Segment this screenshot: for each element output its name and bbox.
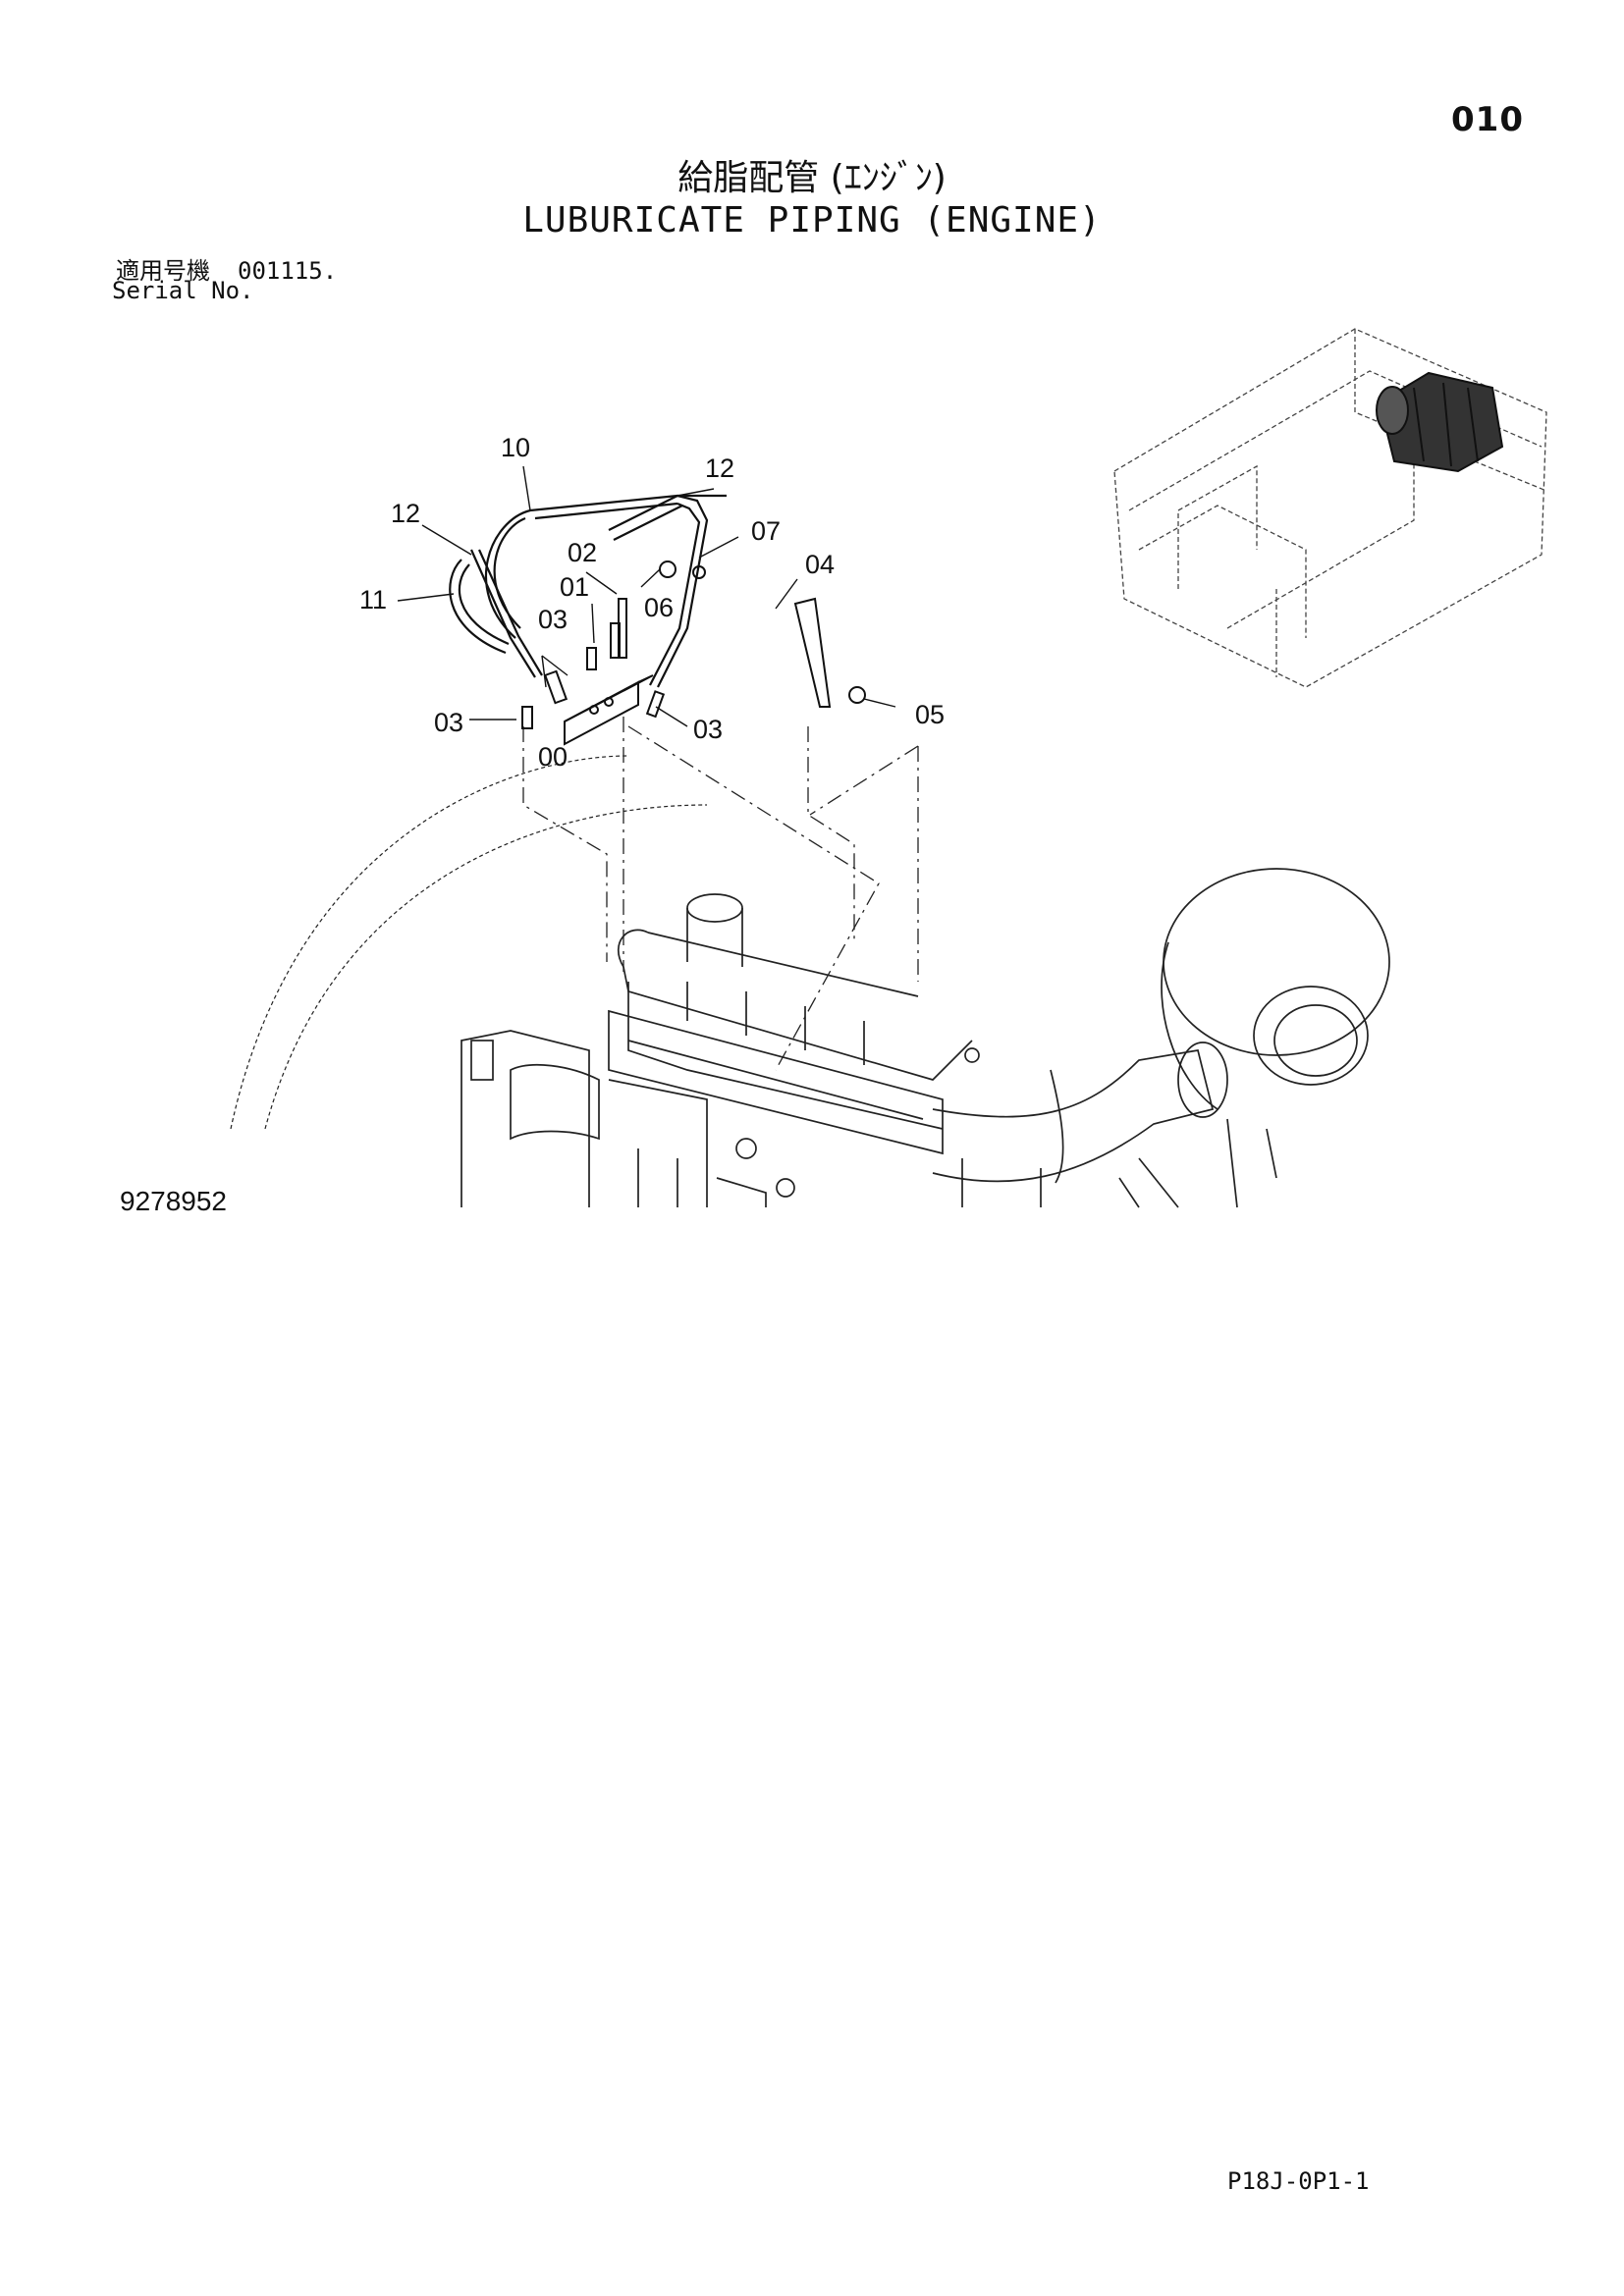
callout-label: 06 (644, 593, 674, 622)
callout-leader-lines (397, 465, 896, 727)
serial-label-english: Serial No. (112, 277, 254, 304)
serial-label-japanese: 適用号機 (116, 257, 210, 285)
left-sweep-arc (230, 755, 629, 1130)
left-sweep-arc-outer (264, 804, 708, 1130)
page-title-english: LUBURICATE PIPING (ENGINE) (522, 200, 1102, 240)
page-code: P18J-0P1-1 (1227, 2167, 1370, 2195)
callout-label: 04 (805, 550, 835, 579)
callout-label: 03 (693, 715, 723, 744)
callout-label: 12 (705, 454, 734, 483)
callout-label: 03 (434, 708, 463, 737)
serial-number-value: 001115. (238, 257, 338, 285)
machine-overview-thumbnail (1113, 328, 1547, 688)
callout-label: 10 (501, 433, 530, 462)
callout-label: 00 (538, 742, 568, 772)
serial-number-row: 適用号機 001115. (116, 251, 337, 286)
diagram-id: 9278952 (120, 1186, 228, 1216)
callout-label: 02 (568, 538, 597, 567)
callout-label: 05 (915, 700, 945, 729)
distribution-block (521, 561, 866, 746)
callout-label: 01 (560, 572, 589, 602)
callout-labels: 10 12 12 07 11 02 01 06 04 03 03 03 05 0… (359, 433, 945, 772)
callout-label: 11 (359, 585, 387, 614)
callout-label: 03 (538, 605, 568, 634)
engine-assembly (460, 868, 1390, 1208)
assembly-dashed-lines (522, 717, 919, 1071)
page-number: 010 (1451, 100, 1524, 139)
callout-label: 12 (391, 499, 420, 528)
callout-label: 07 (751, 516, 781, 546)
engine-highlight (1376, 371, 1504, 473)
page-title-japanese: 給脂配管 (ｴﾝｼﾞﾝ) (677, 158, 947, 198)
